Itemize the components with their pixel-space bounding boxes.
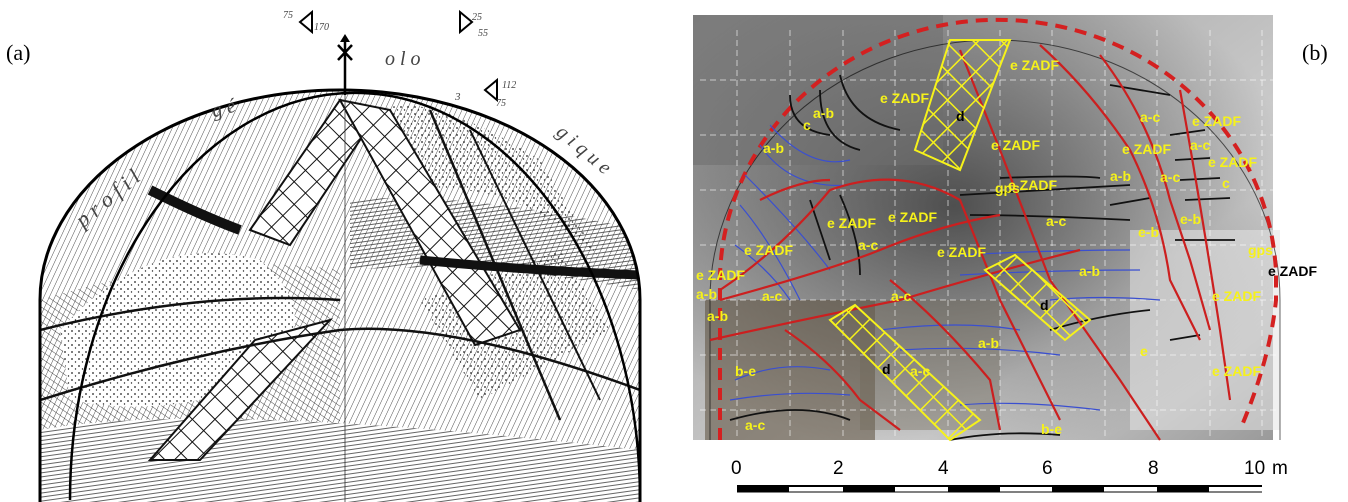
map-label: e ZADF (880, 90, 929, 106)
map-label: a-c (891, 288, 911, 304)
map-label: e ZADF (1212, 363, 1261, 379)
scale-tick-4: 4 (938, 458, 949, 479)
map-label: a-b (1079, 263, 1100, 279)
map-label: e ZADF (991, 137, 1040, 153)
map-label: e ZADF (696, 267, 745, 283)
sketch-body (40, 90, 640, 502)
map-labels: e ZADF a-b c d e ZADF a-c e ZADF a-c e Z… (696, 57, 1317, 437)
map-label: gps (1248, 242, 1273, 258)
map-label: e ZADF (937, 244, 986, 260)
map-label: b-e (1041, 421, 1062, 437)
map-label: e ZADF (888, 209, 937, 225)
map-label: d (956, 108, 965, 124)
map-label: a-c (858, 237, 878, 253)
annotation-112: 112 (502, 80, 516, 91)
scale-tick-0: 0 (731, 458, 742, 479)
map-label: a-c (910, 363, 930, 379)
scale-tick-2: 2 (833, 458, 844, 479)
geological-sketch: 75 170 25 55 112 75 3 p r o f i l g é o … (38, 9, 642, 502)
annotation-25: 25 (472, 12, 482, 23)
scale-bar: 0 2 4 6 8 10 m (731, 458, 1288, 493)
map-label: e-b (1180, 211, 1201, 227)
map-label: a-b (707, 308, 728, 324)
fault-lines (709, 44, 1232, 441)
map-label: e-b (1138, 224, 1159, 240)
bedding-blue (729, 124, 1161, 411)
map-label: c (1222, 175, 1230, 191)
map-label: a-b (696, 286, 717, 302)
annotation-75b: 75 (496, 98, 506, 109)
map-label: e ZADF (1010, 57, 1059, 73)
north-arrow-icon (337, 34, 353, 95)
map-label: e (1140, 343, 1148, 359)
scale-unit: m (1272, 458, 1288, 479)
map-label: a-c (1140, 109, 1160, 125)
annotation-170: 170 (314, 22, 329, 33)
map-label: a-c (762, 288, 782, 304)
panel-b-label: (b) (1302, 40, 1328, 65)
map-label: a-c (1046, 213, 1066, 229)
scale-tick-6: 6 (1042, 458, 1053, 479)
annotation-3: 3 (454, 91, 461, 103)
map-label: a-b (978, 335, 999, 351)
map-label: c (803, 117, 811, 133)
map-label: a-c (1160, 169, 1180, 185)
map-label: a-b (813, 105, 834, 121)
annotation-55: 55 (478, 28, 488, 39)
map-label: d (1040, 297, 1049, 313)
map-label: a-c (745, 417, 765, 433)
bedding-black (729, 74, 1235, 441)
scale-tick-8: 8 (1148, 458, 1159, 479)
map-label: b-e (735, 363, 756, 379)
map-label: a-b (763, 140, 784, 156)
map-label: a-c (1190, 137, 1210, 153)
map-label: a-b (1110, 168, 1131, 184)
dip-symbol-icon (298, 9, 498, 103)
annotation-75: 75 (283, 10, 293, 21)
map-label: d (882, 361, 891, 377)
map-label: e ZADF (744, 242, 793, 258)
map-label: e ZADF (827, 215, 876, 231)
scale-tick-10: 10 (1244, 458, 1265, 479)
map-label: e ZADF (1212, 288, 1261, 304)
map-label: gps (995, 180, 1020, 196)
map-label: e ZADF (1008, 177, 1057, 193)
panel-a-label: (a) (6, 40, 31, 65)
annotation-olo: o l o (385, 48, 421, 70)
map-label: e ZADF (1268, 263, 1317, 279)
damage-zones (828, 39, 1092, 442)
map-label: e ZADF (1192, 113, 1241, 129)
map-label: e ZADF (1208, 154, 1257, 170)
map-label: e ZADF (1122, 141, 1171, 157)
